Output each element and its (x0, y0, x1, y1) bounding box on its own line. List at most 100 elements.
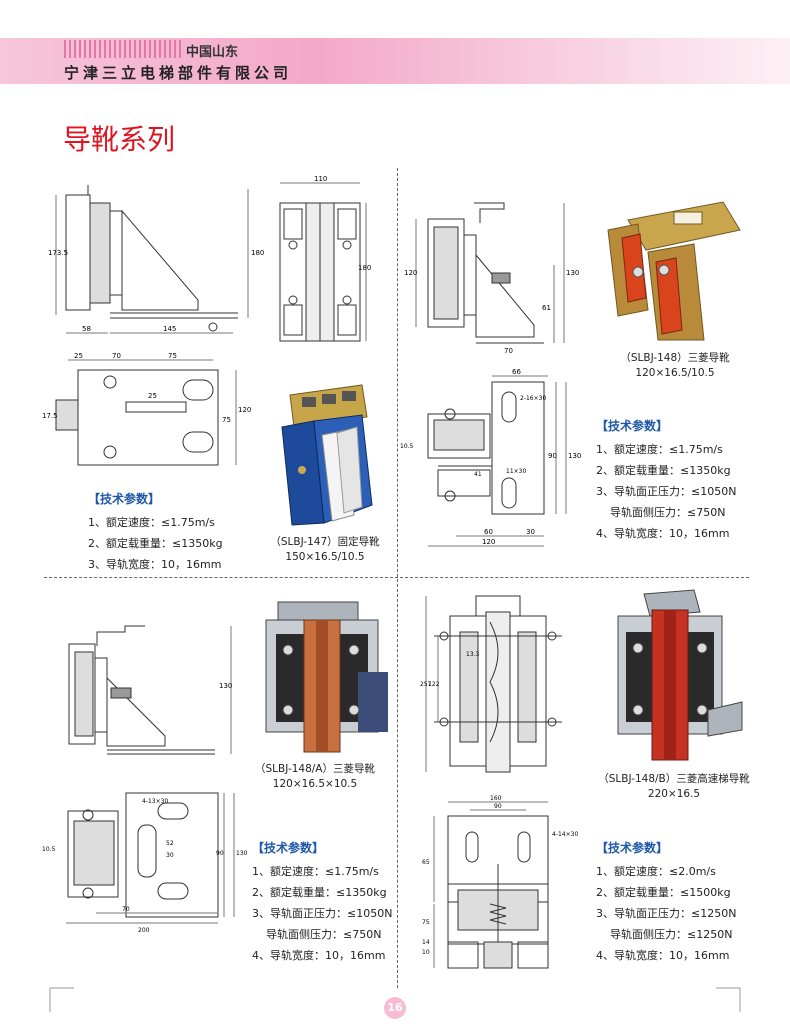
spec-row: 导轨面侧压力：≤750N (266, 928, 382, 941)
spec-title: 【技术参数】 (596, 841, 669, 855)
dim-148-top-60: 60 (484, 528, 493, 536)
photo-slbj-147 (281, 384, 373, 526)
page-number: 16 (384, 997, 406, 1019)
spec-block-147: 【技术参数】 1、额定速度：≤1.75m/s 2、额定载重量：≤1350kg 3… (88, 489, 223, 575)
dim-148-side-61: 61 (542, 304, 551, 312)
spec-block-148: 【技术参数】 1、额定速度：≤1.75m/s 2、额定载重量：≤1350kg 3… (596, 416, 736, 544)
corner-mark-left (49, 987, 74, 1012)
dim-147-top-25b: 25 (148, 392, 157, 400)
spec-row: 3、导轨面正压力：≤1050N (596, 485, 737, 498)
dim-148b-front-257: 257 (420, 681, 432, 688)
spec-row: 1、额定速度：≤2.0m/s (596, 865, 716, 878)
dim-147-side-58: 58 (82, 325, 91, 333)
dim-148b-front-13-3: 13.3 (466, 651, 480, 658)
dim-147-front-180: 180 (358, 264, 371, 272)
spec-row: 4、导轨宽度：10，16mm (252, 949, 386, 962)
spec-title: 【技术参数】 (252, 841, 325, 855)
spec-row: 2、额定载重量：≤1500kg (596, 886, 731, 899)
dim-148b-top-14: 14 (422, 939, 430, 946)
dim-148-top-90: 90 (548, 452, 557, 460)
dim-148a-top-4-13x30: 4-13×30 (142, 798, 168, 805)
dim-148a-top-90: 90 (216, 850, 224, 857)
caption-slbj-147: （SLBJ-147）固定导靴 150×16.5/10.5 (250, 535, 400, 565)
spec-row: 2、额定载重量：≤1350kg (88, 537, 223, 550)
dim-147-top-70: 70 (112, 352, 121, 360)
caption-slbj-147-size: 150×16.5/10.5 (285, 551, 365, 563)
caption-slbj-147-model: （SLBJ-147）固定导靴 (270, 536, 380, 548)
dim-148b-top-65: 65 (422, 859, 430, 866)
dim-148a-top-10-5: 10.5 (42, 846, 56, 853)
dim-148-side-70: 70 (504, 347, 513, 355)
dim-148-top-30: 30 (526, 528, 535, 536)
spec-row: 3、导轨宽度：10，16mm (88, 558, 222, 571)
vertical-divider (397, 168, 398, 988)
drawing-148a-side: 130 (68, 625, 232, 755)
caption-slbj-148-model: （SLBJ-148）三菱导靴 (620, 352, 730, 364)
spec-row: 1、额定速度：≤1.75m/s (252, 865, 379, 878)
spec-row: 导轨面侧压力：≤1250N (610, 928, 733, 941)
spec-block-148b: 【技术参数】 1、额定速度：≤2.0m/s 2、额定载重量：≤1500kg 3、… (596, 838, 736, 966)
spec-title: 【技术参数】 (88, 492, 161, 506)
dim-148a-top-130: 130 (236, 850, 248, 857)
spec-row: 4、导轨宽度：10，16mm (596, 949, 730, 962)
caption-slbj-148-size: 120×16.5/10.5 (635, 367, 715, 379)
spec-title: 【技术参数】 (596, 419, 669, 433)
drawing-148-top: 66 2-16×30 11×30 41 90 130 60 30 120 10.… (400, 368, 581, 547)
dim-147-top-120: 120 (238, 406, 251, 414)
dim-148-top-130: 130 (568, 452, 581, 460)
dim-147-top-75b: 75 (222, 416, 231, 424)
dim-148b-top-75: 75 (422, 919, 430, 926)
spec-row: 4、导轨宽度：10，16mm (596, 527, 730, 540)
drawing-147-top: 25 70 75 25 17.5 120 75 (42, 352, 251, 466)
header-region: 中国山东 (186, 45, 239, 60)
dim-148-top-66: 66 (512, 368, 521, 376)
company-name: 宁津三立电梯部件有限公司 (64, 64, 293, 82)
caption-slbj-148b-size: 220×16.5 (647, 788, 701, 800)
dim-148-side-130: 130 (566, 269, 579, 277)
corner-mark-right (716, 987, 741, 1012)
drawing-148b-front: 257 122 13.3 (420, 595, 562, 773)
dim-148b-front-122: 122 (428, 681, 440, 688)
caption-slbj-148a-model: （SLBJ-148/A）三菱导靴 (255, 763, 375, 775)
drawing-148a-top: 4-13×30 52 30 90 130 70 200 10.5 (42, 792, 248, 934)
spec-block-148a: 【技术参数】 1、额定速度：≤1.75m/s 2、额定载重量：≤1350kg 3… (252, 838, 392, 966)
spec-row: 1、额定速度：≤1.75m/s (596, 443, 723, 456)
caption-slbj-148b-model: （SLBJ-148/B）三菱高速梯导靴 (598, 773, 750, 785)
drawing-148b-top: 160 90 4-14×30 65 75 14 10 (422, 795, 578, 969)
photo-slbj-148b (617, 589, 743, 761)
dim-147-side-145: 145 (163, 325, 176, 333)
horizontal-divider (44, 577, 749, 578)
dim-148a-top-30: 30 (166, 852, 174, 859)
spec-row: 导轨面侧压力：≤750N (610, 506, 726, 519)
dim-148a-side-130: 130 (219, 682, 232, 690)
drawing-148-side: 130 120 70 61 (404, 202, 579, 355)
dim-148a-top-70: 70 (122, 906, 130, 913)
dim-148-top-10-5: 10.5 (400, 443, 414, 450)
spec-row: 1、额定速度：≤1.75m/s (88, 516, 215, 529)
drawing-147-side: 58 145 180 173.5 (48, 185, 264, 334)
spec-row: 3、导轨面正压力：≤1050N (252, 907, 393, 920)
dim-147-side-173: 173.5 (48, 249, 68, 257)
dim-148-top-11x30: 11×30 (506, 468, 526, 475)
caption-slbj-148: （SLBJ-148）三菱导靴 120×16.5/10.5 (600, 351, 750, 381)
spec-row: 3、导轨面正压力：≤1250N (596, 907, 737, 920)
dim-147-top-17: 17.5 (42, 412, 58, 420)
dim-148-top-120: 120 (482, 538, 495, 546)
spec-row: 2、额定载重量：≤1350kg (596, 464, 731, 477)
caption-slbj-148a: （SLBJ-148/A）三菱导靴 120×16.5×10.5 (240, 762, 390, 792)
spec-row: 2、额定载重量：≤1350kg (252, 886, 387, 899)
caption-slbj-148b: （SLBJ-148/B）三菱高速梯导靴 220×16.5 (594, 772, 754, 802)
dim-147-front-110: 110 (314, 175, 327, 183)
drawing-147-front: 110 180 (279, 175, 371, 342)
photo-slbj-148 (607, 201, 741, 341)
dim-147-side-180: 180 (251, 249, 264, 257)
dim-148-top-41: 41 (474, 471, 482, 478)
dim-148a-top-200: 200 (138, 927, 150, 934)
dim-148b-top-160: 160 (490, 795, 502, 802)
header-hatch-decoration (64, 40, 182, 58)
dim-148b-top-10: 10 (422, 949, 430, 956)
dim-147-top-25a: 25 (74, 352, 83, 360)
dim-148b-top-90: 90 (494, 803, 502, 810)
dim-148-side-120: 120 (404, 269, 417, 277)
caption-slbj-148a-size: 120×16.5×10.5 (272, 778, 358, 790)
